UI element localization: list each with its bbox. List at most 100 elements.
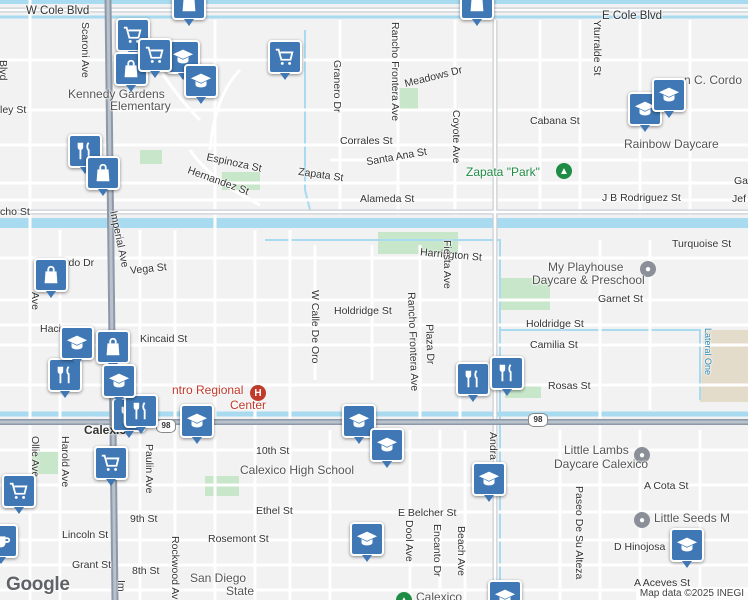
map-marker[interactable] <box>472 462 506 502</box>
street-label: ley St <box>0 104 27 116</box>
street-label: Kincaid St <box>140 333 188 345</box>
map-marker[interactable] <box>460 0 494 26</box>
street-label: Rancho Frontera Ave <box>405 291 421 392</box>
place-label[interactable]: Kennedy Gardens <box>68 87 165 101</box>
map-marker[interactable] <box>34 258 68 298</box>
hospital-label[interactable]: ntro Regional <box>172 383 244 397</box>
place-label[interactable]: Rainbow Daycare <box>624 137 719 151</box>
street-label: Fiesta Ave <box>441 240 453 289</box>
place-label[interactable]: Daycare & Preschool <box>532 273 645 287</box>
street-label: A Cota St <box>644 480 689 492</box>
park-label[interactable]: Zapata "Park" <box>466 165 540 179</box>
shopping-bag-icon <box>178 0 200 14</box>
map-marker[interactable] <box>184 64 218 104</box>
map-marker[interactable] <box>456 362 490 402</box>
map-marker[interactable] <box>94 446 128 486</box>
map-marker[interactable] <box>0 524 18 564</box>
map-marker[interactable] <box>180 404 214 444</box>
map-marker[interactable] <box>670 528 704 568</box>
school-dot-icon[interactable]: ● <box>634 447 650 463</box>
street-label: Garnet St <box>598 293 643 305</box>
coffee-icon <box>0 530 12 552</box>
street-label: Ollie Ave <box>29 436 41 478</box>
map-marker[interactable] <box>370 428 404 468</box>
place-label[interactable]: Calexico High School <box>240 463 355 477</box>
place-label[interactable]: n C. Cordo <box>684 73 743 87</box>
hospital-label[interactable]: Center <box>230 398 267 412</box>
hospital-icon[interactable]: H <box>250 385 266 401</box>
street-label: 10th St <box>256 445 290 457</box>
school-icon <box>676 534 698 556</box>
school-icon <box>658 84 680 106</box>
map-marker[interactable] <box>68 134 102 174</box>
map-marker[interactable] <box>488 580 522 600</box>
shopping-bag-icon <box>120 58 142 80</box>
map-marker[interactable] <box>96 330 130 370</box>
place-label[interactable]: State <box>226 584 255 598</box>
street-label: Jef <box>732 193 747 205</box>
map-marker[interactable] <box>268 40 302 80</box>
park-icon[interactable]: ▲ <box>396 592 412 600</box>
street-label: Im <box>115 580 127 592</box>
street-label: Lincoln St <box>62 529 109 541</box>
map-marker[interactable] <box>138 38 172 78</box>
map-marker[interactable] <box>172 0 206 26</box>
place-label[interactable]: San Diego <box>190 571 247 585</box>
street-label: E Belcher St <box>398 507 457 519</box>
place-label[interactable]: Elementary <box>110 99 171 113</box>
place-label[interactable]: Daycare Calexico <box>554 457 649 471</box>
street-label: E Cole Blvd <box>602 10 663 22</box>
street-label: Holdridge St <box>334 305 392 317</box>
map-marker[interactable] <box>2 474 36 514</box>
school-dot-icon[interactable]: ● <box>640 261 656 277</box>
restaurant-icon <box>74 140 96 162</box>
canal-label: Lateral One <box>703 328 713 376</box>
street-label: Grant St <box>72 559 112 571</box>
street-label: Rosemont St <box>208 533 269 545</box>
map-marker[interactable] <box>60 326 94 366</box>
shopping-bag-icon <box>92 162 114 184</box>
map-marker[interactable] <box>102 364 136 404</box>
restaurant-icon <box>54 364 76 386</box>
place-label[interactable]: Little Seeds M <box>654 511 731 525</box>
map-marker[interactable] <box>86 156 120 196</box>
street-label: Holdridge St <box>526 318 584 330</box>
shopping-cart-icon <box>144 44 166 66</box>
school-icon <box>376 434 398 456</box>
park-icon[interactable]: ▲ <box>556 163 572 179</box>
school-dot-icon[interactable]: ● <box>634 512 650 528</box>
map-marker[interactable] <box>350 522 384 562</box>
street-label: Camilia St <box>530 339 578 351</box>
street-label: Rancho Frontera Ave <box>389 22 401 122</box>
shopping-cart-icon <box>274 46 296 68</box>
street-label: Hacien <box>40 323 73 335</box>
place-label[interactable]: Calexico <box>416 590 463 600</box>
street-label: Ga <box>734 175 748 187</box>
street-label: Rosas St <box>548 380 591 392</box>
school-icon <box>478 468 500 490</box>
street-label: Corrales St <box>340 135 393 147</box>
map-attribution[interactable]: Map data ©2025 INEGI <box>635 587 748 600</box>
restaurant-icon <box>496 362 518 384</box>
street-label: Paulin Ave <box>143 444 155 494</box>
shopping-bag-icon <box>102 336 124 358</box>
street-label: Scaroni Ave <box>79 22 91 78</box>
place-label[interactable]: My Playhouse <box>548 260 624 274</box>
street-label: Dool Ave <box>403 520 415 562</box>
street-label: W Cole Blvd <box>26 5 90 17</box>
highway-shield: 98 <box>156 419 176 433</box>
street-label: Andra <box>487 432 499 461</box>
street-label: Coyote Ave <box>450 110 462 164</box>
map-marker[interactable] <box>490 356 524 396</box>
school-icon <box>356 528 378 550</box>
street-label: Rockwood Ave <box>169 536 181 600</box>
map-marker[interactable] <box>124 394 158 434</box>
street-label: Cabana St <box>530 115 580 127</box>
map-marker[interactable] <box>652 78 686 118</box>
school-icon <box>172 46 194 68</box>
street-label: J B Rodriguez St <box>602 192 681 204</box>
street-label: Plaza Dr <box>423 323 437 365</box>
street-label: Ethel St <box>256 505 293 517</box>
place-label[interactable]: Little Lambs <box>564 443 629 457</box>
